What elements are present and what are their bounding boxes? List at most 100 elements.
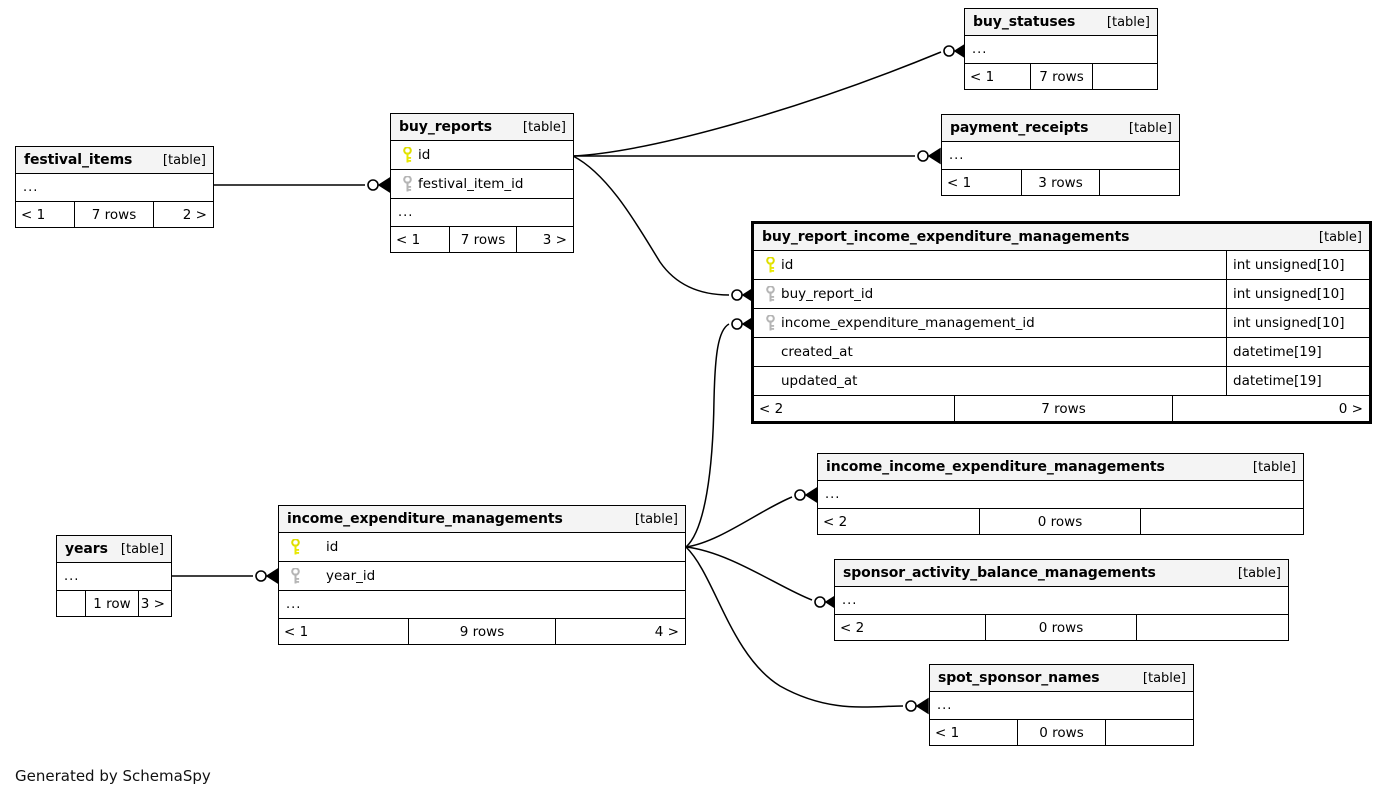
edge-festival-items-to-buy-reports bbox=[214, 176, 391, 194]
table-footer: < 2 7 rows 0 > bbox=[754, 396, 1369, 421]
footer-children: 3 > bbox=[542, 231, 567, 248]
table-header: years [table] bbox=[57, 536, 171, 563]
column-name: updated_at bbox=[781, 373, 858, 389]
table-node-sponsor-activity-balance-managements[interactable]: sponsor_activity_balance_managements [ta… bbox=[834, 559, 1289, 641]
table-type-tag: [table] bbox=[1252, 459, 1296, 475]
column-name: festival_item_id bbox=[418, 176, 524, 192]
column-row-updated-at[interactable]: updated_at datetime[19] bbox=[754, 367, 1369, 396]
yellow-key-icon bbox=[761, 256, 779, 274]
column-label-cell: id bbox=[279, 533, 685, 561]
column-row-id[interactable]: id bbox=[279, 533, 685, 562]
column-label-cell: festival_item_id bbox=[391, 170, 573, 198]
footer-parents: < 1 bbox=[935, 724, 960, 741]
table-type-tag: [table] bbox=[522, 119, 566, 135]
table-title: spot_sponsor_names bbox=[938, 670, 1100, 686]
table-header: payment_receipts [table] bbox=[942, 115, 1179, 142]
table-header: buy_statuses [table] bbox=[965, 9, 1157, 36]
table-header: buy_reports [table] bbox=[391, 114, 573, 141]
table-type-tag: [table] bbox=[634, 511, 678, 527]
yellow-key-icon bbox=[286, 538, 304, 556]
column-label-cell: id bbox=[754, 251, 1226, 279]
column-type: datetime[19] bbox=[1226, 338, 1369, 366]
column-row-year-id[interactable]: year_id bbox=[279, 562, 685, 591]
footer-rowcount: 7 rows bbox=[954, 396, 1173, 421]
column-name: buy_report_id bbox=[781, 286, 874, 302]
column-row-income-expenditure-management-id[interactable]: income_expenditure_management_id int uns… bbox=[754, 309, 1369, 338]
column-name: year_id bbox=[326, 568, 376, 584]
table-title: buy_report_income_expenditure_management… bbox=[762, 229, 1130, 245]
table-header: income_expenditure_managements [table] bbox=[279, 506, 685, 533]
table-header: sponsor_activity_balance_managements [ta… bbox=[835, 560, 1288, 587]
table-node-buy-report-income-expenditure-managements[interactable]: buy_report_income_expenditure_management… bbox=[751, 221, 1372, 424]
footer-rowcount: 7 rows bbox=[449, 227, 517, 252]
gray-key-icon bbox=[286, 567, 304, 585]
column-label-cell: updated_at bbox=[754, 367, 1226, 395]
table-node-years[interactable]: years [table] ... 1 row 3 > bbox=[56, 535, 172, 617]
table-title: festival_items bbox=[24, 152, 133, 168]
footer-rowcount: 1 row bbox=[85, 591, 139, 616]
hidden-columns-ellipsis: ... bbox=[16, 174, 213, 202]
hidden-columns-ellipsis: ... bbox=[965, 36, 1157, 64]
footer-children: 4 > bbox=[654, 623, 679, 640]
edge-buy-reports-to-payment-receipts bbox=[573, 147, 941, 165]
column-name: id bbox=[781, 257, 794, 273]
table-title: buy_reports bbox=[399, 119, 492, 135]
table-footer: < 1 7 rows 3 > bbox=[391, 227, 573, 252]
table-footer: < 2 0 rows bbox=[818, 509, 1303, 534]
column-row-id[interactable]: id bbox=[391, 141, 573, 170]
table-footer: < 2 0 rows bbox=[835, 615, 1288, 640]
table-title: payment_receipts bbox=[950, 120, 1089, 136]
gray-key-icon bbox=[761, 314, 779, 332]
table-type-tag: [table] bbox=[1106, 14, 1150, 30]
footer-children bbox=[1137, 615, 1288, 640]
footer-children bbox=[1106, 720, 1193, 745]
hidden-columns-ellipsis: ... bbox=[835, 587, 1288, 615]
column-name: income_expenditure_management_id bbox=[781, 315, 1035, 331]
column-row-id[interactable]: id int unsigned[10] bbox=[754, 251, 1369, 280]
column-type: int unsigned[10] bbox=[1226, 309, 1369, 337]
table-type-tag: [table] bbox=[162, 152, 206, 168]
column-label-cell: year_id bbox=[279, 562, 685, 590]
footer-parents: < 2 bbox=[823, 513, 848, 530]
column-row-buy-report-id[interactable]: buy_report_id int unsigned[10] bbox=[754, 280, 1369, 309]
table-node-payment-receipts[interactable]: payment_receipts [table] ... < 1 3 rows bbox=[941, 114, 1180, 196]
column-label-cell: created_at bbox=[754, 338, 1226, 366]
hidden-columns-ellipsis: ... bbox=[818, 481, 1303, 509]
column-name: id bbox=[326, 539, 339, 555]
table-node-income-income-expenditure-managements[interactable]: income_income_expenditure_managements [t… bbox=[817, 453, 1304, 535]
table-footer: < 1 9 rows 4 > bbox=[279, 619, 685, 644]
table-header: festival_items [table] bbox=[16, 147, 213, 174]
edge-iem-to-income-income-expenditure-managements bbox=[685, 486, 818, 548]
gray-key-icon bbox=[761, 285, 779, 303]
table-node-buy-statuses[interactable]: buy_statuses [table] ... < 1 7 rows bbox=[964, 8, 1158, 90]
footer-rowcount: 0 rows bbox=[1017, 720, 1106, 745]
footer-children: 2 > bbox=[182, 206, 207, 223]
table-node-income-expenditure-managements[interactable]: income_expenditure_managements [table] i… bbox=[278, 505, 686, 645]
footer-rowcount: 7 rows bbox=[1030, 64, 1093, 89]
table-title: sponsor_activity_balance_managements bbox=[843, 565, 1156, 581]
footer-children bbox=[1100, 170, 1179, 195]
column-type: datetime[19] bbox=[1226, 367, 1369, 395]
table-type-tag: [table] bbox=[1142, 670, 1186, 686]
hidden-columns-ellipsis: ... bbox=[930, 692, 1193, 720]
yellow-key-icon bbox=[398, 146, 416, 164]
column-row-created-at[interactable]: created_at datetime[19] bbox=[754, 338, 1369, 367]
hidden-columns-ellipsis: ... bbox=[942, 142, 1179, 170]
footer-rowcount: 9 rows bbox=[408, 619, 556, 644]
column-row-festival-item-id[interactable]: festival_item_id bbox=[391, 170, 573, 199]
hidden-columns-ellipsis: ... bbox=[391, 199, 573, 227]
footer-rowcount: 3 rows bbox=[1021, 170, 1100, 195]
edge-buy-reports-to-buy-statuses bbox=[572, 42, 967, 157]
table-node-festival-items[interactable]: festival_items [table] ... < 1 7 rows 2 … bbox=[15, 146, 214, 228]
table-title: years bbox=[65, 541, 108, 557]
table-node-buy-reports[interactable]: buy_reports [table] id festival_item_id … bbox=[390, 113, 574, 253]
hidden-columns-ellipsis: ... bbox=[57, 563, 171, 591]
table-footer: < 1 7 rows bbox=[965, 64, 1157, 89]
footer-parents: < 2 bbox=[759, 400, 784, 417]
table-title: income_income_expenditure_managements bbox=[826, 459, 1165, 475]
table-node-spot-sponsor-names[interactable]: spot_sponsor_names [table] ... < 1 0 row… bbox=[929, 664, 1194, 746]
footer-rowcount: 0 rows bbox=[985, 615, 1137, 640]
edge-buy-reports-to-bundle-table bbox=[572, 155, 755, 304]
table-type-tag: [table] bbox=[1318, 229, 1362, 245]
column-label-cell: income_expenditure_management_id bbox=[754, 309, 1226, 337]
